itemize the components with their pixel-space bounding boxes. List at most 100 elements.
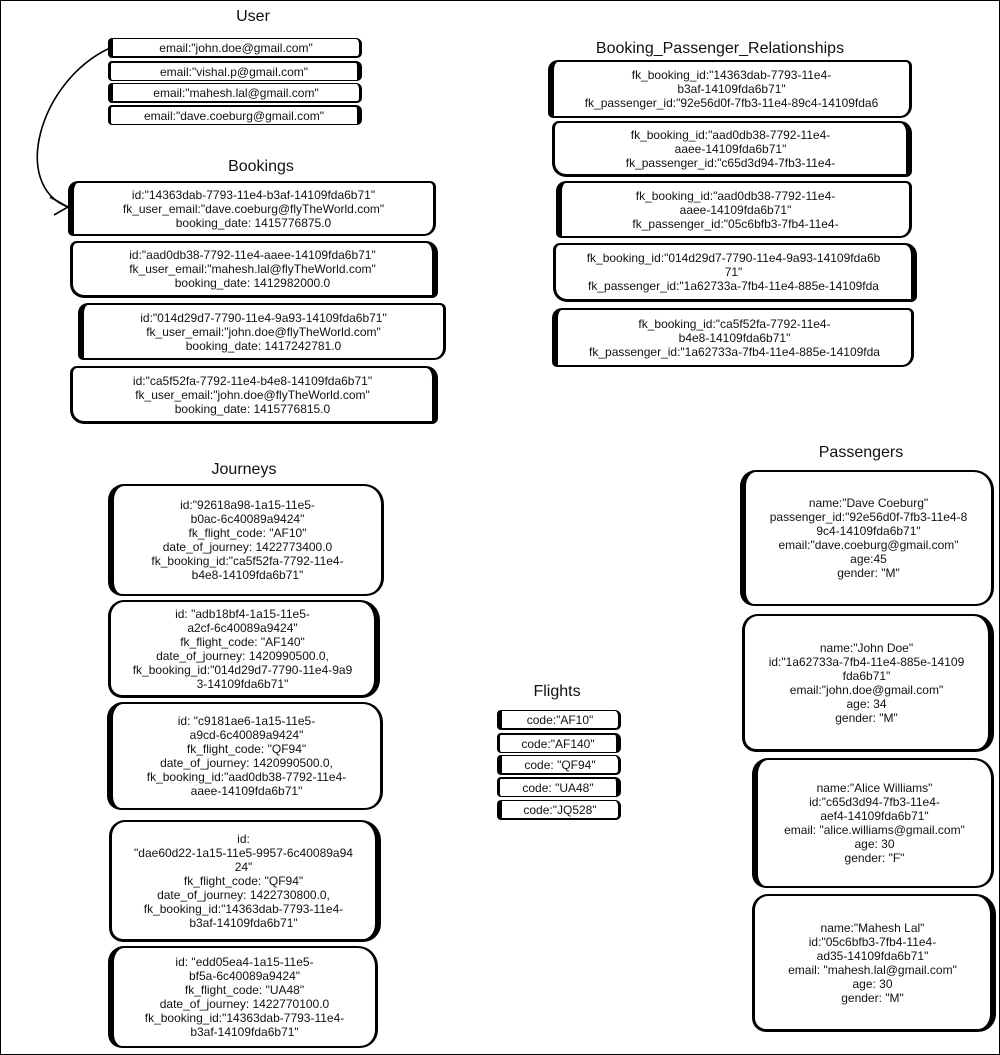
journey-box-line: 24" <box>234 859 253 874</box>
journey-box-line: fk_booking_id:"014d29d7-7790-11e4-9a9 <box>132 662 353 677</box>
booking-box-line: fk_user_email:"dave.coeburg@flyTheWorld.… <box>122 201 385 216</box>
passenger-box-line: email:"dave.coeburg@gmail.com" <box>778 538 959 552</box>
booking-box-line: booking_date: 1417242781.0 <box>185 338 342 353</box>
booking-box: id:"014d29d7-7790-11e4-9a93-14109fda6b71… <box>78 303 446 360</box>
passenger-box-line: id:"05c6bfb3-7fb4-11e4- <box>808 934 937 949</box>
flight-code-box-text: code:"AF10" <box>526 712 594 727</box>
relationship-box-line: 71" <box>724 265 743 279</box>
user-email-box: email:"john.doe@gmail.com" <box>108 38 362 58</box>
passenger-box-line: name:"Mahesh Lal" <box>820 920 925 935</box>
booking-box-line: booking_date: 1412982000.0 <box>174 276 331 290</box>
booking-box: id:"aad0db38-7792-11e4-aaee-14109fda6b71… <box>70 241 438 298</box>
passenger-box-line: gender: "M" <box>837 566 900 580</box>
journey-box-line: id:"92618a98-1a15-11e5- <box>180 498 315 512</box>
journey-box-line: date_of_journey: 1422773400.0 <box>162 540 333 554</box>
journey-box-line: fk_flight_code: "AF140" <box>180 634 305 649</box>
user-email-box-text: email:"dave.coeburg@gmail.com" <box>143 108 325 123</box>
relationship-box: fk_booking_id:"aad0db38-7792-11e4-aaee-1… <box>552 121 912 177</box>
flight-code-box: code: "QF94" <box>497 755 621 775</box>
booking-box-line: id:"ca5f52fa-7792-11e4-b4e8-14109fda6b71… <box>132 373 373 388</box>
passenger-box-line: age:45 <box>850 552 887 566</box>
bookings-title: Bookings <box>228 158 294 175</box>
flight-code-box: code:"JQ528" <box>497 800 621 820</box>
user-email-box-text: email:"john.doe@gmail.com" <box>159 40 313 55</box>
relationship-box: fk_booking_id:"014d29d7-7790-11e4-9a93-1… <box>553 243 917 302</box>
flight-code-box: code:"AF10" <box>497 710 621 730</box>
flights-title: Flights <box>533 683 581 700</box>
relationship-box-line: aaee-14109fda6b71" <box>679 202 792 217</box>
booking-box-line: id:"014d29d7-7790-11e4-9a93-14109fda6b71… <box>140 310 387 325</box>
passenger-box: name:"John Doe"id:"1a62733a-7fb4-11e4-88… <box>742 614 994 752</box>
booking-box-line: id:"14363dab-7793-11e4-b3af-14109fda6b71… <box>131 187 376 202</box>
user-email-box-text: email:"vishal.p@gmail.com" <box>159 64 309 79</box>
journey-box-line: fk_flight_code: "UA48" <box>184 983 305 997</box>
relationship-box: fk_booking_id:"14363dab-7793-11e4-b3af-1… <box>548 60 912 118</box>
user-title: User <box>236 8 270 25</box>
journey-box-line: a2cf-6c40089a9424" <box>187 620 298 635</box>
user-email-box: email:"mahesh.lal@gmail.com" <box>108 83 362 103</box>
passenger-box: name:"Alice Williams"id:"c65d3d94-7fb3-1… <box>752 758 994 888</box>
booking-box-line: booking_date: 1415776815.0 <box>174 401 331 416</box>
passenger-box-line: name:"Dave Coeburg" <box>808 496 929 510</box>
journey-box-line: b3af-14109fda6b71" <box>190 1025 299 1039</box>
relationship-box-line: fk_booking_id:"014d29d7-7790-11e4-9a93-1… <box>586 251 881 265</box>
passenger-box-line: id:"1a62733a-7fb4-11e4-885e-14109 <box>768 654 965 669</box>
passenger-box-line: age: 30 <box>854 837 895 851</box>
flight-code-box-text: code:"AF140" <box>521 736 595 751</box>
journey-box-line: date_of_journey: 1422770100.0 <box>159 997 330 1011</box>
booking-box-line: fk_user_email:"john.doe@flyTheWorld.com" <box>135 387 370 402</box>
journey-box-line: fk_booking_id:"14363dab-7793-11e4- <box>144 1011 345 1025</box>
booking-box-line: fk_user_email:"john.doe@flyTheWorld.com" <box>146 324 381 339</box>
journey-box-line: b3af-14109fda6b71" <box>189 915 298 930</box>
journey-box-line: fk_booking_id:"14363dab-7793-11e4- <box>143 901 344 916</box>
flight-code-box-text: code:"JQ528" <box>523 802 597 817</box>
journey-box-line: date_of_journey: 1420990500.0, <box>156 648 329 663</box>
passenger-box-line: id:"c65d3d94-7fb3-11e4- <box>809 795 940 809</box>
journey-box: id: "adb18bf4-1a15-11e5-a2cf-6c40089a942… <box>108 600 380 698</box>
passenger-box-line: passenger_id:"92e56d0f-7fb3-11e4-8 <box>769 510 968 524</box>
journey-box-line: fk_flight_code: "QF94" <box>186 742 307 756</box>
journey-box-line: b0ac-6c40089a9424" <box>190 512 305 526</box>
relationship-box: fk_booking_id:"aad0db38-7792-11e4-aaee-1… <box>556 181 912 238</box>
passengers-title: Passengers <box>818 444 904 461</box>
passenger-box-line: email: "mahesh.lal@gmail.com" <box>788 962 957 977</box>
journey-box-line: id: <box>237 831 250 846</box>
relationship-box-line: fk_booking_id:"ca5f52fa-7792-11e4- <box>638 316 831 331</box>
flight-code-box-text: code: "UA48" <box>522 780 594 795</box>
journey-box-line: fk_booking_id:"ca5f52fa-7792-11e4- <box>151 554 344 568</box>
booking-box: id:"ca5f52fa-7792-11e4-b4e8-14109fda6b71… <box>70 366 438 424</box>
journey-box: id: "c9181ae6-1a15-11e5-a9cd-6c40089a942… <box>107 702 383 810</box>
journey-box-line: date_of_journey: 1422730800.0, <box>157 887 330 902</box>
relationship-box-line: fk_booking_id:"14363dab-7793-11e4- <box>631 68 832 82</box>
journey-box-line: a9cd-6c40089a9424" <box>189 728 304 742</box>
passenger-box-line: fda6b71" <box>842 668 891 683</box>
user-email-box-text: email:"mahesh.lal@gmail.com" <box>153 85 319 100</box>
relationship-box-line: fk_passenger_id:"1a62733a-7fb4-11e4-885e… <box>589 344 880 359</box>
user-email-box: email:"dave.coeburg@gmail.com" <box>108 105 362 125</box>
journey-box-line: id: "c9181ae6-1a15-11e5- <box>177 714 316 728</box>
relationship-box-line: fk_booking_id:"aad0db38-7792-11e4- <box>630 127 831 142</box>
relationships-title: Booking_Passenger_Relationships <box>595 40 845 57</box>
passenger-box-line: name:"John Doe" <box>819 640 914 655</box>
passenger-box-line: aef4-14109fda6b71" <box>820 809 929 823</box>
booking-box-line: id:"aad0db38-7792-11e4-aaee-14109fda6b71… <box>129 248 376 262</box>
journey-box-line: "dae60d22-1a15-11e5-9957-6c40089a94 <box>134 845 353 860</box>
passenger-box-line: email:"john.doe@gmail.com" <box>789 682 944 697</box>
passenger-box-line: 9c4-14109fda6b71" <box>816 524 921 538</box>
journey-box: id:"92618a98-1a15-11e5-b0ac-6c40089a9424… <box>108 484 384 596</box>
journey-box-line: id: "edd05ea4-1a15-11e5- <box>175 955 314 969</box>
relationship-box-line: b3af-14109fda6b71" <box>677 82 786 96</box>
journey-box-line: fk_flight_code: "AF10" <box>188 526 307 540</box>
passenger-box-line: name:"Alice Williams" <box>816 781 933 795</box>
flight-code-box-text: code: "QF94" <box>524 757 596 772</box>
journey-box-line: aaee-14109fda6b71" <box>190 784 303 798</box>
passenger-box-line: gender: "F" <box>844 851 905 865</box>
journey-box-line: 3-14109fda6b71" <box>196 676 289 691</box>
relationship-box-line: b4e8-14109fda6b71" <box>678 330 791 345</box>
relationship-box-line: fk_passenger_id:"1a62733a-7fb4-11e4-885e… <box>588 279 879 293</box>
journey-box-line: fk_flight_code: "QF94" <box>183 873 304 888</box>
passenger-box: name:"Dave Coeburg"passenger_id:"92e56d0… <box>740 470 994 606</box>
passenger-box-line: ad35-14109fda6b71" <box>816 948 929 963</box>
